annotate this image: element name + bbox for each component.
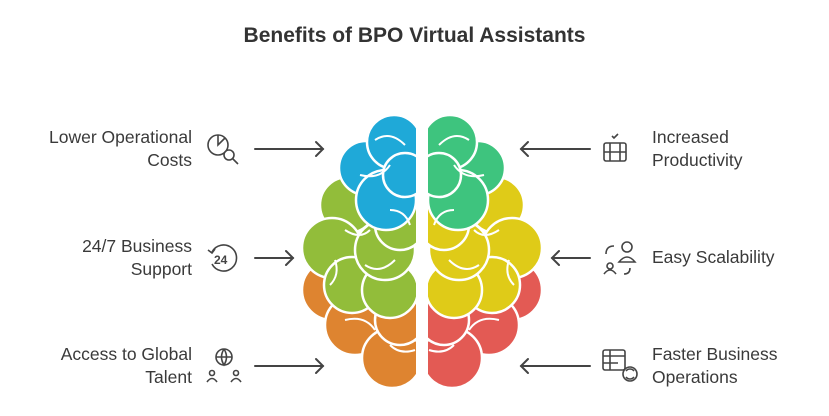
label-line: Lower Operational bbox=[49, 127, 192, 147]
24-hour-icon: 24 bbox=[207, 244, 238, 272]
cost-analysis-icon bbox=[207, 134, 239, 165]
label-line: Faster Business bbox=[652, 344, 778, 364]
arrow-talent bbox=[254, 358, 325, 374]
label-line: Operations bbox=[652, 367, 738, 387]
label-line: Productivity bbox=[652, 150, 743, 170]
scalability-icon bbox=[603, 241, 637, 275]
label-line: Support bbox=[130, 259, 192, 279]
arrow-scalability bbox=[550, 250, 591, 266]
label-line: Talent bbox=[145, 367, 192, 387]
svg-text:24: 24 bbox=[214, 253, 228, 267]
arrow-lower-costs bbox=[254, 141, 325, 157]
label-line: Increased bbox=[652, 127, 729, 147]
arrow-productivity bbox=[519, 141, 591, 157]
diagram-title: Benefits of BPO Virtual Assistants bbox=[243, 24, 586, 47]
label-line: Costs bbox=[147, 150, 192, 170]
productivity-icon bbox=[603, 133, 627, 162]
brain-left-hemisphere bbox=[300, 113, 416, 390]
global-people-icon bbox=[206, 348, 242, 383]
arrow-operations bbox=[519, 358, 591, 374]
label-easy-scalability: Easy Scalability bbox=[652, 246, 775, 269]
label-line: Easy Scalability bbox=[652, 247, 775, 267]
label-line: 24/7 Business bbox=[82, 236, 192, 256]
arrow-support bbox=[254, 250, 295, 266]
label-line: Access to Global bbox=[60, 344, 192, 364]
operations-icon bbox=[602, 349, 638, 382]
